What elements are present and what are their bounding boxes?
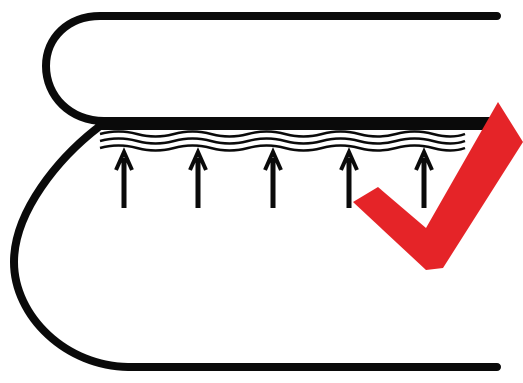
arrow-up-icon	[116, 152, 132, 208]
arrow-up-icon	[265, 152, 281, 208]
wavy-film-lines	[100, 132, 465, 151]
upper-layer-outline	[46, 16, 503, 121]
wave-line	[100, 146, 465, 151]
arrow-up-icon	[341, 152, 357, 208]
arrow-up-icon	[190, 152, 206, 208]
wave-line	[100, 132, 465, 137]
arrow-up-icon	[416, 152, 432, 208]
wave-line	[100, 139, 465, 144]
